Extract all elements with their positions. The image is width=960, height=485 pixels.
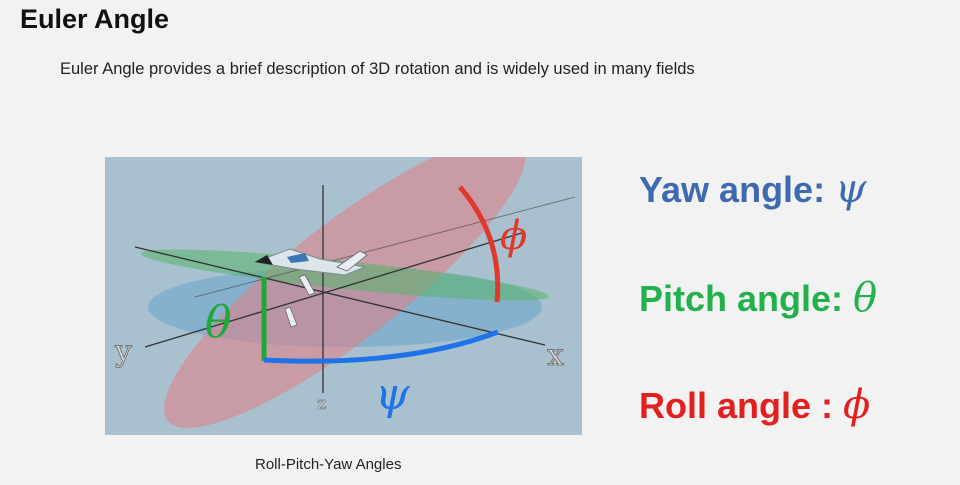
y-axis-line (144, 231, 526, 348)
yaw-angle-arc (263, 329, 499, 364)
aircraft-icon (253, 248, 368, 328)
legend-yaw-label: Yaw angle: (639, 169, 836, 210)
roll-axis-line (194, 196, 576, 298)
roll-symbol-label: ϕ (500, 213, 527, 259)
legend-pitch-label: Pitch angle: (639, 278, 854, 319)
x-axis-line (134, 246, 546, 346)
legend-roll-label: Roll angle : (639, 385, 844, 426)
euler-diagram: θ ψ ϕ y x z (105, 157, 582, 435)
legend-pitch: Pitch angle: θ (639, 275, 877, 321)
y-axis-label: y (114, 334, 132, 369)
legend-yaw: Yaw angle: ψ (639, 166, 866, 212)
legend-yaw-symbol: ψ (835, 166, 867, 212)
z-axis-label: z (317, 393, 326, 414)
figure-caption: Roll-Pitch-Yaw Angles (255, 456, 402, 473)
page-subtitle: Euler Angle provides a brief description… (60, 60, 695, 78)
euler-angle-figure: θ ψ ϕ y x z (105, 157, 582, 435)
legend-roll: Roll angle : ϕ (639, 382, 870, 428)
legend-roll-symbol: ϕ (843, 382, 871, 428)
legend-pitch-symbol: θ (853, 275, 878, 321)
pitch-symbol-label: θ (205, 297, 232, 348)
x-axis-label: x (547, 338, 564, 373)
page-title: Euler Angle (20, 4, 170, 34)
yaw-symbol-label: ψ (375, 369, 410, 420)
roll-angle-arc (458, 185, 501, 303)
